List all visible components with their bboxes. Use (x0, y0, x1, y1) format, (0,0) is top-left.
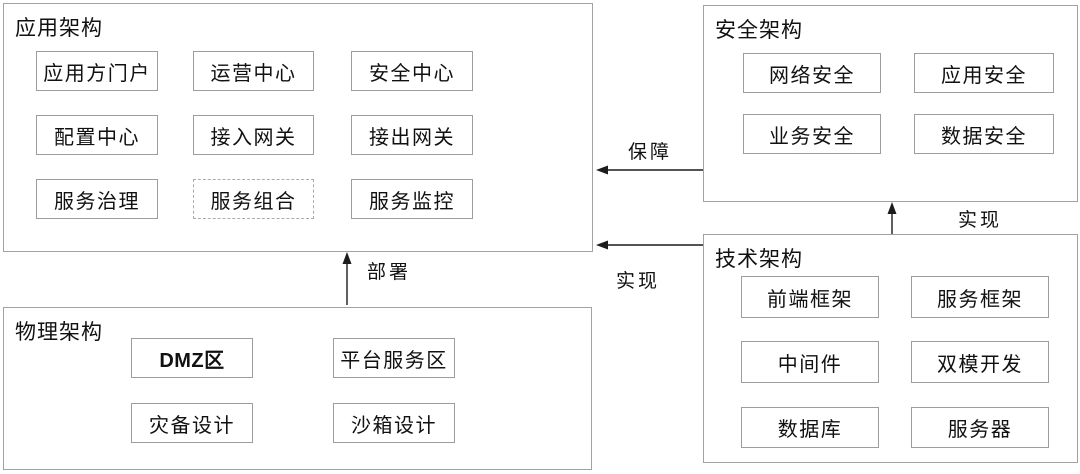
node-service-composition: 服务组合 (193, 179, 314, 219)
arrow-label-deploy: 部署 (367, 262, 412, 283)
realize-arrow-to-application (596, 240, 703, 250)
node-outbound-gateway: 接出网关 (351, 115, 473, 155)
group-title-physical: 物理架构 (15, 320, 103, 344)
group-title-technology: 技术架构 (715, 247, 803, 271)
group-physical-architecture: 物理架构 DMZ区 平台服务区 灾备设计 沙箱设计 (3, 307, 592, 470)
node-security-center: 安全中心 (351, 51, 473, 91)
node-service-governance: 服务治理 (36, 179, 158, 219)
arrow-label-realize-security: 实现 (958, 210, 1003, 231)
group-application-architecture: 应用架构 应用方门户 运营中心 安全中心 配置中心 接入网关 接出网关 服务治理… (3, 3, 593, 252)
group-security-architecture: 安全架构 网络安全 应用安全 业务安全 数据安全 (703, 5, 1078, 202)
node-application-security: 应用安全 (914, 53, 1054, 93)
node-middleware: 中间件 (741, 341, 879, 383)
group-title-application: 应用架构 (15, 16, 103, 40)
arrow-label-guarantee: 保障 (628, 142, 673, 163)
guarantee-arrow (596, 165, 703, 175)
node-platform-service-zone: 平台服务区 (333, 338, 455, 378)
node-database: 数据库 (741, 407, 879, 448)
group-title-security: 安全架构 (715, 18, 803, 42)
deploy-arrow (342, 252, 352, 305)
node-operations-center: 运营中心 (193, 51, 314, 91)
node-service-framework: 服务框架 (911, 276, 1049, 318)
node-service-monitoring: 服务监控 (351, 179, 473, 219)
realize-arrow-to-security (887, 202, 897, 234)
node-frontend-framework: 前端框架 (741, 276, 879, 318)
node-app-portal: 应用方门户 (36, 51, 158, 91)
node-inbound-gateway: 接入网关 (193, 115, 314, 155)
node-server: 服务器 (911, 407, 1049, 448)
arrow-label-realize-application: 实现 (616, 271, 661, 292)
node-business-security: 业务安全 (743, 114, 881, 154)
node-network-security: 网络安全 (743, 53, 881, 93)
node-sandbox-design: 沙箱设计 (333, 403, 455, 443)
node-config-center: 配置中心 (36, 115, 158, 155)
node-disaster-recovery-design: 灾备设计 (131, 403, 253, 443)
group-technical-architecture: 技术架构 前端框架 服务框架 中间件 双模开发 数据库 服务器 (703, 234, 1078, 463)
node-dmz-zone: DMZ区 (131, 338, 253, 378)
node-data-security: 数据安全 (914, 114, 1054, 154)
node-dual-mode-development: 双模开发 (911, 341, 1049, 383)
